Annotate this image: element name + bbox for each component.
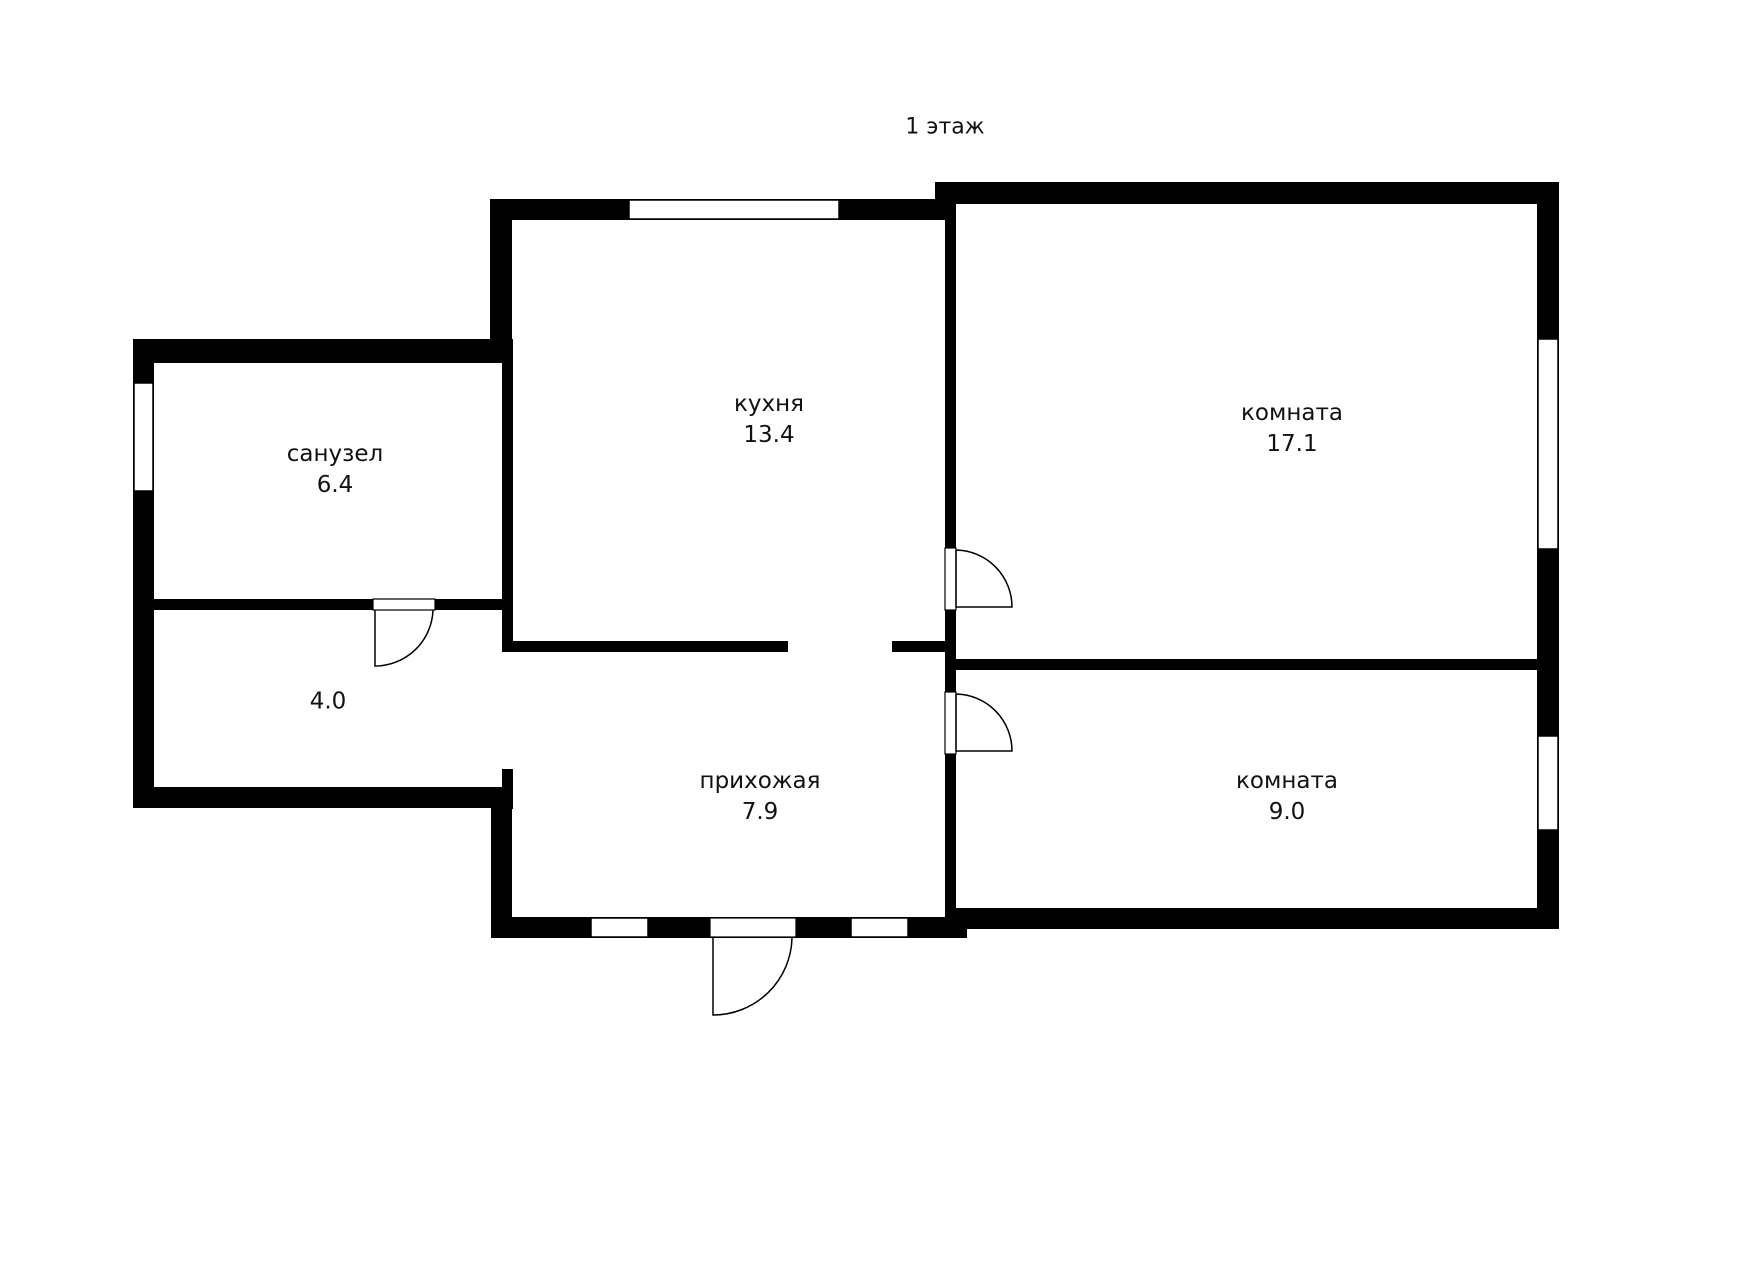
window-bathroom [133, 382, 154, 492]
door-swing-entrance [712, 937, 793, 1016]
room-area: 13.4 [743, 422, 795, 448]
floor-title: 1 этаж [905, 114, 985, 140]
room-label-room-large: комната 17.1 [1241, 398, 1343, 460]
window-hall-right [850, 917, 909, 938]
room-label-corridor: 4.0 [310, 687, 347, 718]
room-area: 9.0 [1268, 799, 1306, 825]
room-label-kitchen: кухня 13.4 [734, 389, 804, 451]
walls [133, 182, 1559, 938]
room-area: 6.4 [316, 472, 354, 498]
room-area: 7.9 [741, 799, 779, 825]
window-room-small [1537, 735, 1559, 831]
door-swing-room-small [955, 693, 1013, 752]
room-name: комната [1241, 400, 1343, 426]
room-name: прихожая [699, 768, 821, 794]
room-name: санузел [286, 441, 384, 467]
room-label-bathroom: санузел 6.4 [287, 439, 383, 501]
door-swing-bathroom [374, 609, 434, 667]
door-swing-room-large [955, 549, 1013, 608]
room-area: 4.0 [309, 688, 347, 715]
room-label-room-small: комната 9.0 [1236, 766, 1338, 828]
windows [133, 199, 1559, 938]
room-label-hall: прихожая 7.9 [700, 766, 821, 828]
window-hall-left [590, 917, 649, 938]
room-area: 17.1 [1266, 431, 1318, 457]
room-name: комната [1236, 768, 1338, 794]
room-name: кухня [734, 391, 804, 417]
window-room-large [1537, 338, 1559, 550]
window-kitchen [628, 199, 840, 220]
doors [372, 547, 1013, 1016]
